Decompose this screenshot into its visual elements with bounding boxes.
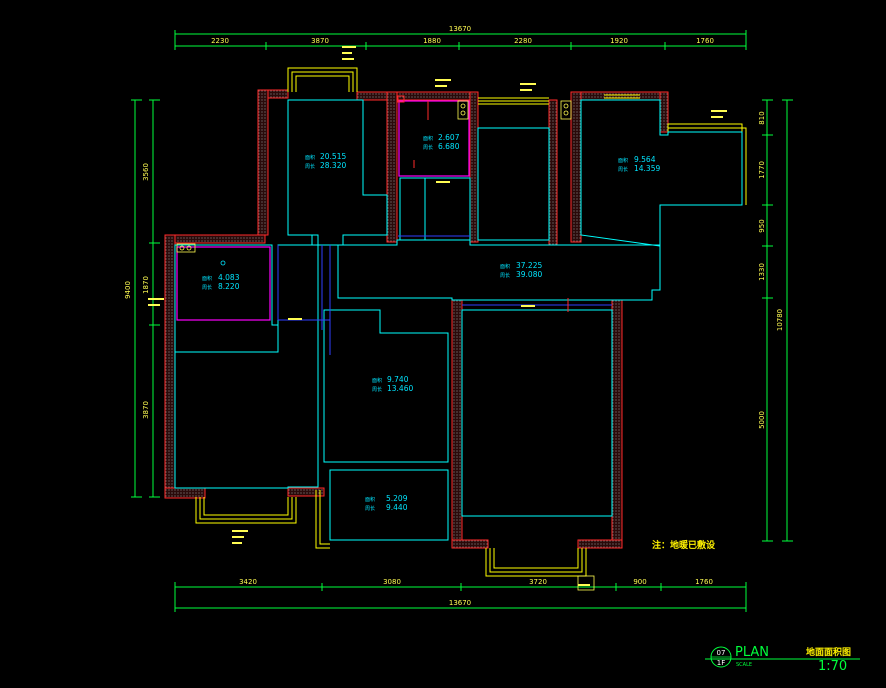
room-perimeter-value: 6.680 [438,142,460,151]
tag-marks [148,46,727,586]
dim-top-seg-5: 1920 [610,37,628,45]
room-area-label: 面积 [618,157,628,164]
room-area-value: 5.209 [386,494,408,503]
room-label-bedroom-top-left: 面积 20.515 周长 28.320 [305,152,346,170]
room-area-label: 面积 [423,135,433,142]
dim-bottom-total: 13670 [449,599,471,607]
room-area-label: 面积 [365,496,375,503]
room-perimeter-value: 39.080 [516,270,542,279]
room-perimeter-label: 周长 [500,272,510,279]
windows [195,67,747,577]
floor-heating-note: 注：地暖已敷设 [652,539,716,551]
dim-left-seg-2: 1870 [142,276,150,294]
utility-lines [277,235,612,355]
dim-right-seg-3: 950 [758,219,766,232]
room-perimeter-label: 周长 [202,284,212,291]
dim-top-seg-6: 1760 [696,37,714,45]
dim-right-seg-1: 810 [758,111,766,124]
dim-right-total: 10780 [776,309,784,331]
room-perimeter-label: 周长 [365,505,375,512]
red-details [397,95,569,312]
dim-left-total: 9400 [124,281,132,299]
dim-top-seg-1: 2230 [211,37,229,45]
dim-right-seg-5: 5000 [758,411,766,429]
fixtures [176,100,595,591]
scale-value: 1:70 [818,659,847,674]
room-perimeter-value: 9.440 [386,503,408,512]
room-outlines [174,99,743,541]
room-perimeter-label: 周长 [372,386,382,393]
room-area-value: 2.607 [438,133,460,142]
room-perimeter-label: 周长 [618,166,628,173]
room-perimeter-value: 13.460 [387,384,413,393]
room-perimeter-label: 周长 [305,163,315,170]
dim-top-seg-2: 3870 [311,37,329,45]
drawing-title: 地面面积图 [806,646,851,658]
room-perimeter-value: 14.359 [634,164,660,173]
dim-bottom-seg-4: 900 [633,578,646,586]
dimension-lines [131,30,793,612]
room-perimeter-value: 8.220 [218,282,240,291]
title-circle-top: 07 [717,649,726,657]
room-area-value: 9.740 [387,375,409,384]
room-area-value: 9.564 [634,155,656,164]
room-label-bedroom-center: 面积 9.740 周长 13.460 [372,375,413,393]
plan-label: PLAN [735,645,769,660]
room-area-value: 4.083 [218,273,240,282]
title-circle-bottom: 1F [717,659,725,667]
dim-bottom-seg-2: 3080 [383,578,401,586]
dim-bottom-seg-5: 1760 [695,578,713,586]
dim-bottom-seg-1: 3420 [239,578,257,586]
room-label-room-bottom: 面积 5.209 周长 9.440 [365,494,408,512]
room-area-label: 面积 [305,154,315,161]
dim-top-seg-4: 2280 [514,37,532,45]
room-label-bath-left: 面积 4.083 周长 8.220 [202,273,240,291]
dim-bottom-seg-3: 3720 [529,578,547,586]
room-label-bedroom-top-right: 面积 9.564 周长 14.359 [618,155,660,173]
dimension-labels: 13670 2230 3870 1880 2280 1920 1760 3420… [124,25,784,607]
dim-right-seg-4: 1330 [758,263,766,281]
walls [164,89,669,549]
room-label-living-hall: 面积 37.225 周长 39.080 [500,261,542,279]
room-area-value: 20.515 [320,152,346,161]
room-perimeter-label: 周长 [423,144,433,151]
room-label-bath-top: 面积 2.607 周长 6.680 [423,133,460,151]
room-perimeter-value: 28.320 [320,161,346,170]
dim-top-total: 13670 [449,25,471,33]
dim-right-seg-2: 1770 [758,161,766,179]
room-area-value: 37.225 [516,261,542,270]
room-area-label: 面积 [372,377,382,384]
bath-outlines [176,100,470,321]
scale-label: SCALE [736,662,752,668]
dim-left-seg-1: 3560 [142,163,150,181]
dim-top-seg-3: 1880 [423,37,441,45]
title-block: 07 1F PLAN SCALE 地面面积图 1:70 [705,645,860,674]
room-area-label: 面积 [202,275,212,282]
room-area-label: 面积 [500,263,510,270]
dim-left-seg-3: 3870 [142,401,150,419]
